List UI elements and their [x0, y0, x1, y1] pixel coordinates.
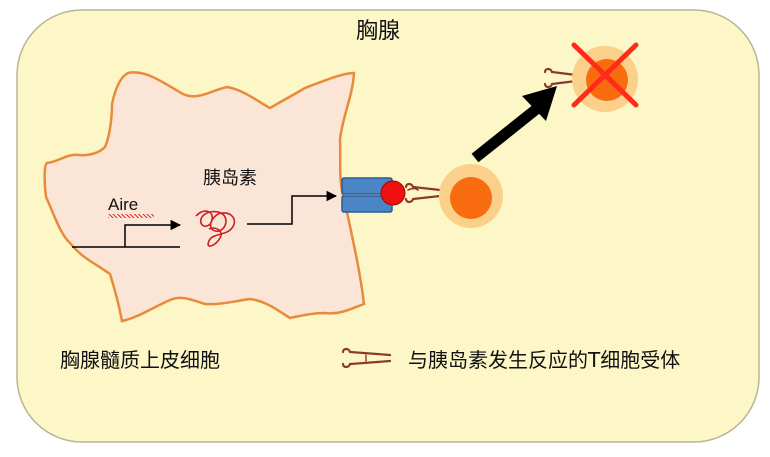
presentation-arrow	[247, 190, 338, 225]
insulin-label: 胰岛素	[203, 168, 257, 189]
spellcheck-underline	[108, 214, 154, 218]
aire-label: Aire	[108, 195, 139, 214]
mhc-molecule	[341, 177, 393, 213]
mtec-cell	[43, 71, 366, 323]
autoreactive-tcell	[439, 164, 503, 228]
legend-tcr-icon	[341, 347, 392, 369]
tcr-on-tcell	[404, 182, 442, 204]
legend-tcr-label: 与胰岛素发生反应的T细胞受体	[408, 348, 681, 372]
red-cross-icon	[571, 42, 639, 108]
insulin-antigen	[380, 180, 406, 206]
insulin-mrna-scribble	[195, 210, 236, 247]
elimination-arrow	[471, 86, 557, 163]
thymus-label: 胸腺	[356, 19, 401, 44]
aire-promoter-arrow	[72, 219, 182, 248]
mtec-label: 胸腺髓质上皮细胞	[60, 348, 220, 372]
tcr-on-eliminated-tcell	[543, 67, 578, 89]
